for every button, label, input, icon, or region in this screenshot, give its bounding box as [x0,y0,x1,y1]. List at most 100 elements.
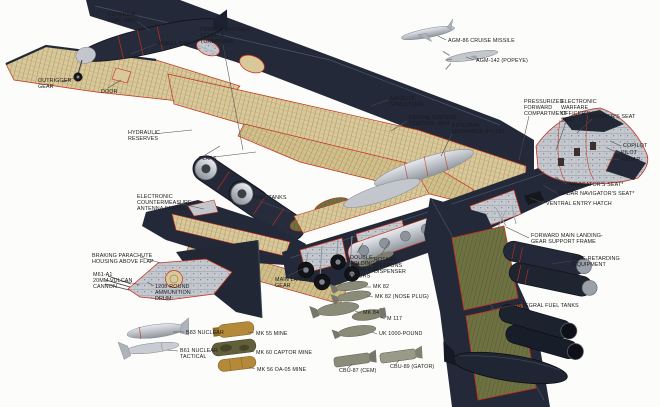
label-fuel-tanks: FUEL TANKS [253,195,287,201]
label-forward-main-landing-gear-support-frame: FORWARD MAIN LANDING-GEAR SUPPORT FRAME [531,233,603,245]
callout-cbu-87-cem: CBU-87 (CEM) [339,363,377,374]
label-copilot: COPILOT [623,143,648,149]
label-ventral-entry-hatch: VENTRAL ENTRY HATCH [546,201,612,207]
label-integral-fuel-tanks: INTEGRAL FUEL TANKS [516,303,579,309]
agm-142-missile-drawing [442,50,498,70]
label-cbu-89-gator: CBU-89 (GATOR) [390,364,434,370]
tail-section [104,199,349,319]
nose-section-cutaway [535,107,649,185]
m61a1-vulcan-cannon-leader-line [123,280,141,286]
callout-m-117: M 117 [379,316,402,322]
right-wing-section [424,198,598,407]
radar-leader-line [607,158,620,161]
underwing-external-tank [443,341,568,385]
callout-agm-142-popeye: AGM-142 (POPEYE) [465,56,528,64]
label-mk-82: MK 82 [373,284,389,290]
callout-mk-82-nose-plug: MK 82 (NOSE PLUG) [366,294,429,300]
wheel-bay-leader-line [130,43,157,55]
callout-mk-60-captor-mine: MK 60 CAPTOR MINE [248,349,312,356]
callout-navigators-seat: NAVIGATOR'S SEAT* [554,176,624,188]
bomb-bay-bombs [358,251,394,267]
pilot-leader-line [606,147,620,154]
door-leader-line [107,79,122,89]
callout-mk-82: MK 82 [364,284,389,290]
bomb-mk82-drawing [329,281,369,294]
integral-fuel-tanks-leader-line [489,304,515,311]
callout-mk-55-mine: MK 55 MINE [247,331,288,337]
ammo-drum-core [169,274,179,284]
flaps-leader-line [213,151,257,158]
callout-fuel-tanks: FUEL TANKS [253,195,291,213]
navigators-seat-leader-line [554,176,568,185]
radome [606,150,646,180]
label-door: DOOR [101,89,118,95]
braking-parachute-housing-leader-line [139,256,162,264]
fin-edge-highlight [257,239,263,319]
callout-copilot: COPILOT [609,140,648,149]
main-landing-gear-drawing [297,235,360,291]
agm-142-popeye-leader-line [465,56,475,61]
mine-mk60-captor-drawing [211,338,257,357]
callout-cbu-89-gator: CBU-89 (GATOR) [390,359,434,370]
mine-mk55-drawing [212,321,255,338]
bomb-b61-drawing [117,341,180,360]
rotary-weapons-dispenser-leader-line [380,240,391,256]
b61-nuclear-tactical-leader-line [166,349,179,352]
label-uk-1000-pound: UK 1000-POUND [379,331,423,337]
canopy [562,110,624,132]
agm-86-missile-drawing [401,18,455,42]
agm-86-cruise-missile-leader-line [437,35,447,41]
outer-engine-pod [498,304,584,360]
label-cbu-87-cem: CBU-87 (CEM) [339,368,377,374]
callout-forward-main-landing-gear-support-frame: FORWARD MAIN LANDING-GEAR SUPPORT FRAME [505,226,603,245]
m-117-leader-line [379,316,386,320]
callout-b83-nuclear: B83 NUCLEAR [173,330,224,336]
outrigger-gear-leader-line [61,77,75,83]
pressurized-forward-compartment-leader-line [518,115,530,161]
pratt-whitney-tf33-turbofans-leader-line [222,44,244,151]
cbu-87-cem-leader-line [347,363,353,369]
callout-pilot: PILOT [606,147,638,156]
mk-82-nose-plug-leader-line [366,295,374,298]
callout-door: DOOR [101,79,122,95]
callout-integral-fuel-tanks: INTEGRAL FUEL TANKS [489,303,579,311]
bomb-cbu89-drawing [379,345,423,364]
callout-wheel-bay: WHEEL BAY [130,41,190,55]
inner-engine-pod [503,240,598,297]
callout-flaps: FLAPS [199,145,257,162]
nacelle-structure-leader-line [370,99,389,107]
radar-navigators-seat-leader-line [542,184,558,194]
main-landing-gear-leader-line [287,267,305,277]
callout-agm-86-cruise-missile: AGM-86 CRUISE MISSILE [437,35,515,44]
external-ordnance-pylon-leader-line [440,133,453,157]
callout-gunners-seat: GUNNER'S SEAT [576,114,636,134]
bomb-b83-drawing [126,317,189,339]
ventral-entry-hatch-leader-line [529,197,545,204]
external-fuel-tank-leader-line [133,18,151,32]
fuel-tanks-leader-line [258,200,291,213]
engine-ignition-control-unit-leader-line [390,120,408,132]
label-agm-142-popeye: AGM-142 (POPEYE) [476,58,528,64]
gear-support-truss [495,205,517,229]
label-mk-82-nose-plug: MK 82 (NOSE PLUG) [375,294,429,300]
gunners-seat-leader-line [576,118,593,134]
flaps-leader-line [204,145,221,156]
integral-tank-panel-1 [451,225,519,311]
